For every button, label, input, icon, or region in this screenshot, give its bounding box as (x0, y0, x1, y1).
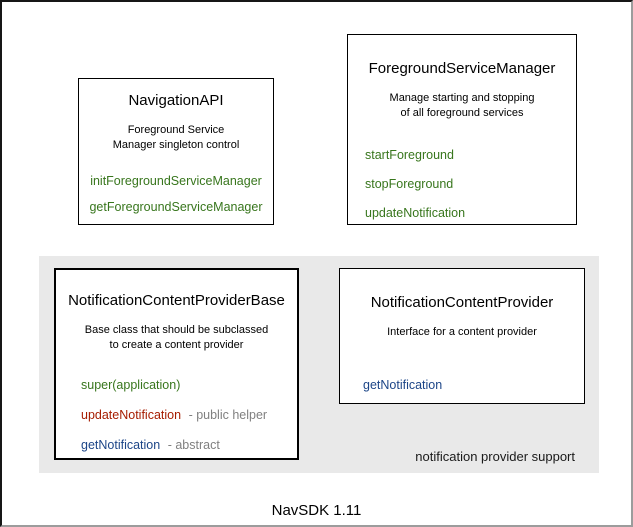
class-box-foregroundservicemanager: ForegroundServiceManager Manage starting… (347, 34, 577, 225)
method-row: stopForeground (365, 177, 576, 191)
class-description: Manage starting and stopping of all fore… (348, 91, 576, 121)
class-title: NavigationAPI (128, 92, 224, 109)
method-list: super(application) updateNotification - … (56, 378, 297, 452)
method-row: updateNotification - public helper (81, 408, 297, 422)
method-label: super(application) (81, 378, 181, 392)
description-line: Manager singleton control (112, 139, 240, 151)
class-box-notificationcontentproviderbase: NotificationContentProviderBase Base cla… (54, 268, 299, 460)
method-label: getNotification (363, 378, 443, 392)
method-row: updateNotification (365, 206, 576, 220)
method-label: updateNotification (365, 206, 466, 220)
description-line: Foreground Service (127, 124, 225, 136)
method-annotation: - abstract (167, 438, 220, 452)
description-line: to create a content provider (109, 339, 244, 351)
class-description: Foreground Service Manager singleton con… (79, 123, 273, 153)
method-label: stopForeground (365, 177, 454, 191)
method-label: getForegroundServiceManager (89, 200, 263, 214)
method-row: getNotification (363, 378, 584, 392)
description-line: Manage starting and stopping (389, 92, 535, 104)
method-row: super(application) (81, 378, 297, 392)
method-label: initForegroundServiceManager (90, 174, 262, 188)
method-list: startForeground stopForeground updateNot… (348, 148, 576, 220)
class-description: Interface for a content provider (340, 325, 584, 340)
class-description: Base class that should be subclassed to … (56, 323, 297, 353)
method-row: getNotification - abstract (81, 438, 297, 452)
method-list: getNotification (340, 378, 584, 392)
method-row: startForeground (365, 148, 576, 162)
class-title: NotificationContentProviderBase (68, 292, 285, 309)
class-title: ForegroundServiceManager (368, 60, 556, 77)
method-row: getForegroundServiceManager (79, 200, 273, 214)
class-title: NotificationContentProvider (370, 294, 554, 311)
description-line: Interface for a content provider (387, 326, 537, 338)
method-label: updateNotification (81, 408, 182, 422)
method-row: initForegroundServiceManager (79, 174, 273, 188)
method-annotation: - public helper (188, 408, 268, 422)
class-box-navigationapi: NavigationAPI Foreground Service Manager… (78, 78, 274, 225)
method-label: getNotification (81, 438, 161, 452)
method-list: initForegroundServiceManager getForegrou… (79, 174, 273, 214)
panel-label: notification provider support (415, 449, 575, 464)
description-line: of all foreground services (400, 107, 524, 119)
sdk-version-caption: NavSDK 1.11 (271, 502, 362, 519)
method-label: startForeground (365, 148, 454, 162)
class-box-notificationcontentprovider: NotificationContentProvider Interface fo… (339, 268, 585, 404)
description-line: Base class that should be subclassed (84, 324, 269, 336)
